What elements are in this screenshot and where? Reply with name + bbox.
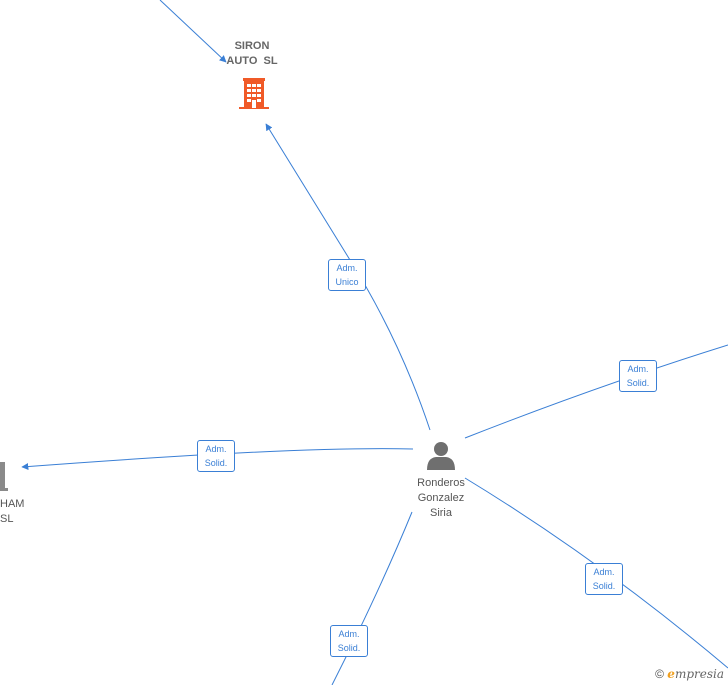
role-line2: Unico <box>335 277 359 287</box>
person-name-line2: Gonzalez <box>417 492 465 504</box>
building-icon[interactable] <box>239 78 269 109</box>
role-line2: Solid. <box>204 458 228 468</box>
role-badge-adm-unico[interactable]: Adm. Unico <box>328 259 366 291</box>
role-line1: Adm. <box>627 364 649 374</box>
role-badge-adm-solid-right-upper[interactable]: Adm. Solid. <box>619 360 657 392</box>
copyright-symbol: © <box>655 667 664 681</box>
brand-logo: empresia <box>667 667 724 681</box>
edge-top-incoming <box>159 0 227 63</box>
building-icon-left[interactable] <box>0 462 8 491</box>
edge-person-to-left-company <box>21 448 414 471</box>
role-line1: Adm. <box>336 263 358 273</box>
role-badge-adm-solid-bottom[interactable]: Adm. Solid. <box>330 625 368 657</box>
role-badge-adm-solid-left[interactable]: Adm. Solid. <box>197 440 235 472</box>
person-name-line3: Siria <box>429 507 452 519</box>
edge-person-to-bottom <box>331 511 413 685</box>
company-left-line2: SL <box>0 513 14 525</box>
company-left-line1: HAM <box>0 498 25 510</box>
company-label-left[interactable]: HAM SL <box>0 497 24 527</box>
role-line2: Solid. <box>626 378 650 388</box>
edge-person-to-right-upper <box>464 344 728 439</box>
company-name-line1: SIRON <box>234 40 270 52</box>
role-badge-adm-solid-right-lower[interactable]: Adm. Solid. <box>585 563 623 595</box>
role-line1: Adm. <box>205 444 227 454</box>
role-line1: Adm. <box>593 567 615 577</box>
person-label[interactable]: Ronderos Gonzalez Siria <box>396 476 486 521</box>
person-icon[interactable] <box>427 442 455 470</box>
company-label-siron[interactable]: SIRON AUTO SL <box>212 39 292 69</box>
role-line1: Adm. <box>338 629 360 639</box>
person-name-line1: Ronderos <box>417 477 465 489</box>
role-line2: Solid. <box>337 643 361 653</box>
company-name-line2: AUTO SL <box>226 55 278 67</box>
footer-brand: © empresia <box>655 667 724 681</box>
role-line2: Solid. <box>592 581 616 591</box>
